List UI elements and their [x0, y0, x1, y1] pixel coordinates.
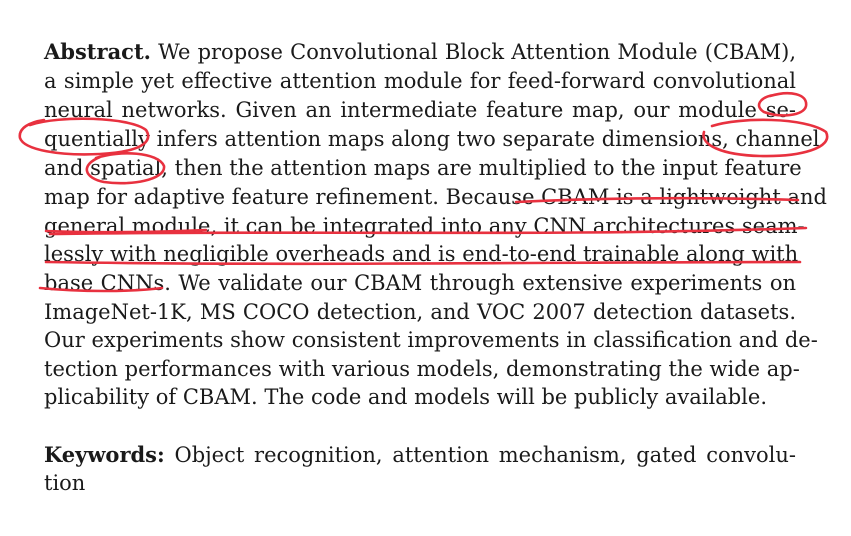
abstract-line-8: lessly with negligible overheads and is … — [44, 242, 799, 266]
keywords-heading: Keywords: — [44, 442, 165, 467]
keywords-text: Object recognition, attention mechanism,… — [174, 443, 797, 467]
abstract-line-11: Our experiments show consistent improvem… — [44, 328, 818, 352]
abstract-line-2: a simple yet effective attention module … — [44, 69, 796, 93]
abstract-text: We propose Convolutional Block Attention… — [158, 40, 796, 64]
abstract-line-1: Abstract. We propose Convolutional Block… — [44, 38, 796, 66]
abstract-line-4: quentially infers attention maps along t… — [44, 127, 820, 151]
abstract-line-12: tection performances with various models… — [44, 357, 800, 381]
abstract-line-5: and spatial, then the attention maps are… — [44, 156, 802, 180]
abstract-line-13: plicability of CBAM. The code and models… — [44, 385, 768, 409]
abstract-line-3: neural networks. Given an intermediate f… — [44, 98, 796, 122]
abstract-heading: Abstract. — [44, 39, 151, 64]
keywords-line-2: tion — [44, 471, 86, 495]
keywords-line-1: Keywords: Object recognition, attention … — [44, 441, 796, 469]
abstract-line-7: general module, it can be integrated int… — [44, 214, 805, 238]
abstract-line-10: ImageNet-1K, MS COCO detection, and VOC … — [44, 300, 796, 324]
abstract-line-6: map for adaptive feature refinement. Bec… — [44, 185, 827, 209]
abstract-line-9: base CNNs. We validate our CBAM through … — [44, 271, 796, 295]
